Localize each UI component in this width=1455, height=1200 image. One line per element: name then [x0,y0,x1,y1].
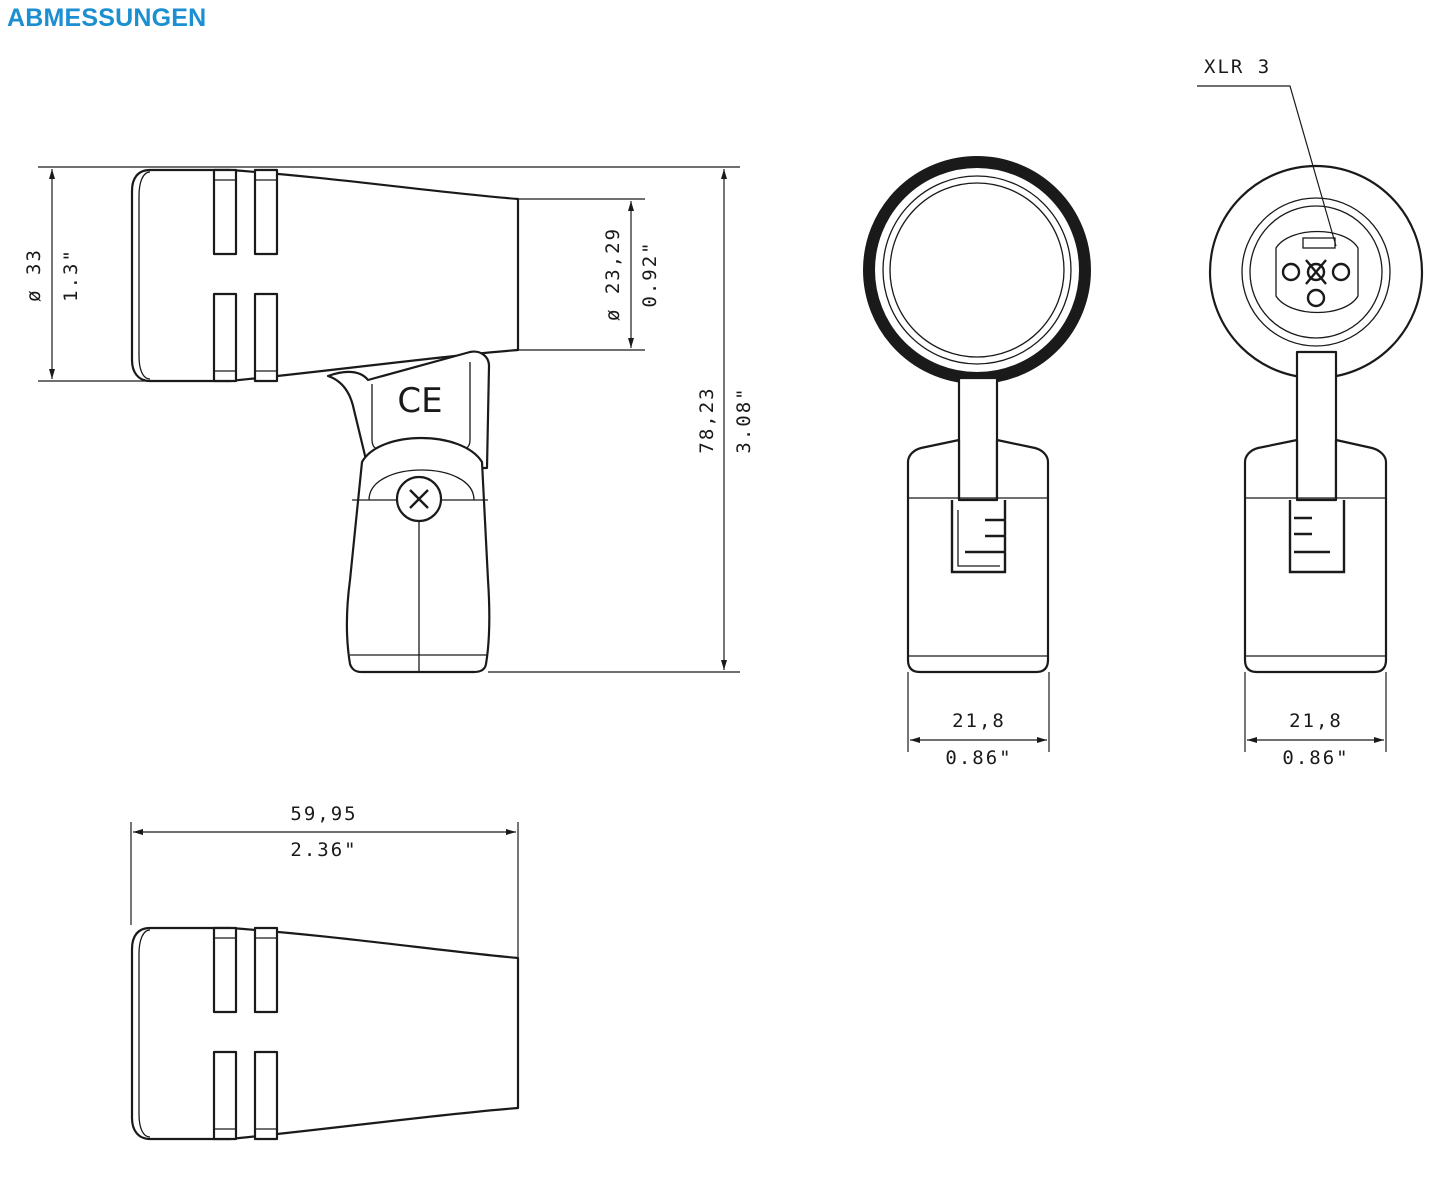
height-mm: 78,23 [696,386,718,453]
front-view: 21,8 0.86" [863,156,1091,769]
front-width-mm: 21,8 [952,710,1006,732]
neck-diameter-in: 0.92" [639,240,661,307]
capsule-view: 59,95 2.36" [130,803,520,1141]
rear-width-in: 0.86" [1282,747,1349,769]
connector-leader-line [1197,85,1337,247]
neck-diameter-mm: ø 23,29 [602,227,624,321]
side-diameter-in: 1.3" [60,248,82,302]
page-title: ABMESSUNGEN [7,4,207,32]
side-diameter-mm: ø 33 [23,248,45,302]
side-view: CE ø 33 1.3" ø 23,29 0.92" 78,23 3.08" [23,166,755,674]
front-width-in: 0.86" [945,747,1012,769]
height-in: 3.08" [733,386,755,453]
connector-label: XLR 3 [1204,56,1271,78]
ce-mark: CE [397,381,442,421]
rear-view: XLR 3 21,8 0.86" [1197,56,1424,769]
capsule-length-mm: 59,95 [290,803,357,825]
capsule-length-in: 2.36" [290,839,357,861]
rear-width-mm: 21,8 [1289,710,1343,732]
